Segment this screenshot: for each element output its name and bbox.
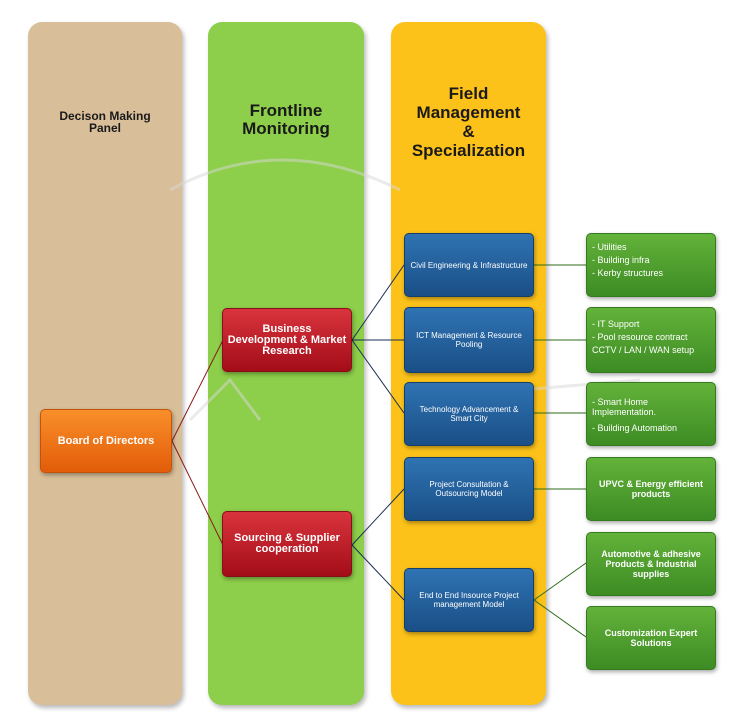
ict-management-box[interactable]: ICT Management & Resource Pooling [404, 307, 534, 373]
upvc-products-box: UPVC & Energy efficient products [586, 457, 716, 521]
customization-solutions-box: Customization Expert Solutions [586, 606, 716, 670]
decision-making-title: Decison Making Panel [59, 109, 151, 135]
connector-sourcing-endtoend [351, 544, 405, 601]
connector-sourcing-project [351, 488, 405, 546]
connector-business-tech [351, 339, 405, 414]
frontline-monitoring-title: Frontline Monitoring [242, 101, 330, 138]
field-management-title: Field Management & Specialization [411, 84, 526, 160]
detail-item: - IT Support [592, 319, 640, 329]
connector-endtoend-customization [533, 599, 587, 638]
detail-item: - Utilities [592, 242, 627, 252]
connector-board-sourcing [171, 440, 224, 546]
civil-engineering-box[interactable]: Civil Engineering & Infrastructure [404, 233, 534, 297]
detail-item: - Smart Home Implementation. [592, 397, 657, 417]
business-development-box[interactable]: Business Development & Market Research [222, 308, 352, 372]
civil-details-box: - Utilities - Building infra - Kerby str… [586, 233, 716, 297]
detail-item: - Building Automation [592, 423, 678, 433]
end-to-end-insource-box[interactable]: End to End Insource Project management M… [404, 568, 534, 632]
board-of-directors-box[interactable]: Board of Directors [40, 409, 172, 473]
detail-item: - Kerby structures [592, 268, 664, 278]
project-consultation-box[interactable]: Project Consultation & Outsourcing Model [404, 457, 534, 521]
technology-advancement-box[interactable]: Technology Advancement & Smart City [404, 382, 534, 446]
automotive-products-box: Automotive & adhesive Products & Industr… [586, 532, 716, 596]
decision-making-column: Decison Making Panel [28, 22, 182, 705]
detail-item: CCTV / LAN / WAN setup [592, 345, 695, 355]
connector-board-business [171, 339, 224, 442]
tech-details-box: - Smart Home Implementation. - Building … [586, 382, 716, 446]
sourcing-supplier-box[interactable]: Sourcing & Supplier cooperation [222, 511, 352, 577]
detail-item: - Building infra [592, 255, 650, 265]
ict-details-box: - IT Support - Pool resource contract CC… [586, 307, 716, 373]
connector-business-civil [351, 264, 405, 341]
detail-item: - Pool resource contract [592, 332, 688, 342]
connector-endtoend-automotive [533, 562, 587, 601]
